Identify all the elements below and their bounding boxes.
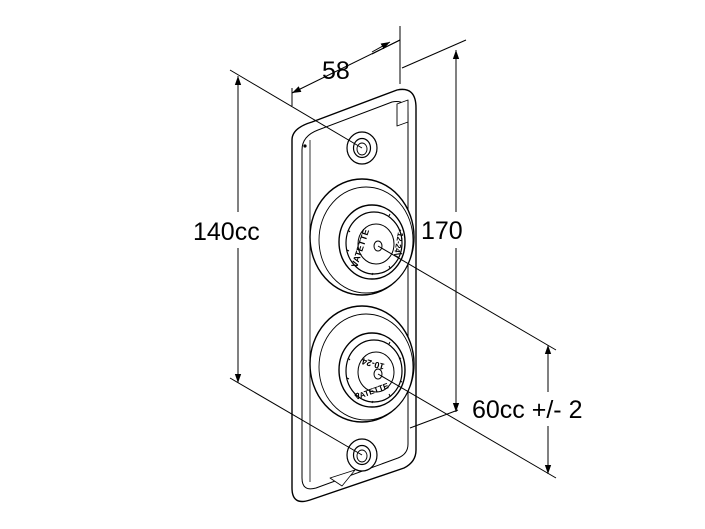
mount-spacing-label: 140cc xyxy=(193,218,260,246)
lower-socket xyxy=(309,305,415,423)
height-dimension-label: 170 xyxy=(421,217,463,245)
width-dimension xyxy=(291,26,401,106)
socket-spacing-label: 60cc +/- 2 xyxy=(472,396,582,424)
upper-socket xyxy=(309,178,415,296)
width-dimension-label: 58 xyxy=(322,57,350,85)
